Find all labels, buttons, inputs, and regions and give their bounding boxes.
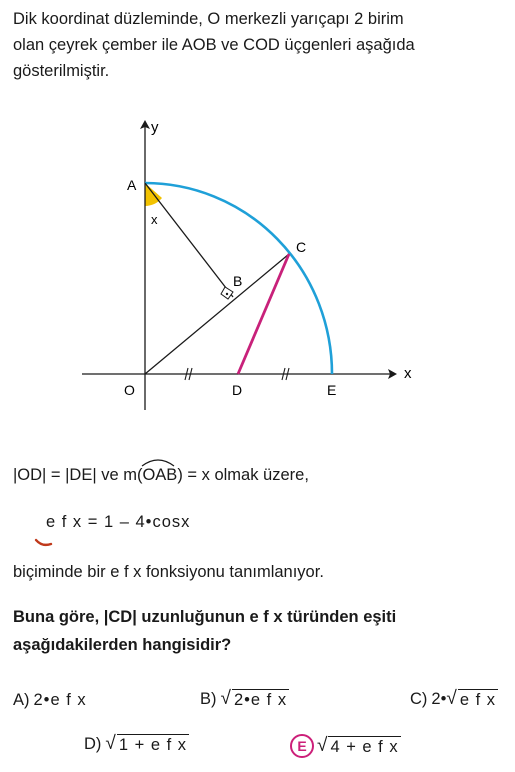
label-x-axis: x — [404, 365, 412, 382]
condition-part-1: |OD| = |DE| ve m( — [13, 466, 143, 484]
segment-cd — [236, 253, 291, 375]
radical-icon: √ — [446, 688, 457, 709]
option-e-selected-circle: E — [290, 734, 314, 758]
radical-icon: √ — [220, 688, 231, 709]
problem-intro: Dik koordinat düzleminde, O merkezli yar… — [13, 6, 503, 84]
option-b-sqrt: √ 2•e f x — [221, 689, 290, 710]
option-d-letter: D) — [84, 735, 102, 753]
formula-text: e f x = 1 – 4•cosx — [46, 513, 191, 531]
option-c-prefix: 2• — [431, 690, 447, 708]
y-axis-arrow — [140, 120, 150, 129]
option-e[interactable]: E √ 4 + e f x — [290, 734, 401, 758]
label-a: A — [127, 177, 137, 193]
question-line-2: aşağıdakilerden hangisidir? — [13, 636, 232, 654]
segment-oc — [144, 253, 290, 375]
radical-icon: √ — [105, 733, 116, 754]
label-o: O — [124, 382, 135, 398]
intro-line-2: olan çeyrek çember ile AOB ve COD üçgenl… — [13, 36, 415, 54]
intro-line-1: Dik koordinat düzleminde, O merkezli yar… — [13, 10, 404, 28]
option-e-sqrt: √ 4 + e f x — [317, 734, 401, 757]
formula-line: e f x = 1 – 4•cosx — [46, 513, 190, 532]
option-c[interactable]: C) 2• √ e f x — [410, 689, 498, 710]
option-a[interactable]: A) 2•e f x — [13, 691, 87, 710]
definition-line: biçiminde bir e f x fonksiyonu tanımlanı… — [13, 563, 324, 582]
option-d-radicand: 1 + e f x — [116, 734, 190, 754]
option-c-sqrt: √ e f x — [446, 689, 498, 710]
tick-od — [184, 367, 193, 381]
option-b[interactable]: B) √ 2•e f x — [200, 689, 290, 710]
arc-accent-icon — [142, 459, 175, 467]
label-e: E — [327, 382, 336, 398]
option-e-radicand: 4 + e f x — [328, 735, 401, 756]
handwritten-mark — [34, 538, 53, 547]
option-b-letter: B) — [200, 690, 217, 708]
option-a-letter: A) — [13, 691, 30, 709]
option-a-text: 2•e f x — [33, 691, 87, 709]
option-b-radicand: 2•e f x — [231, 689, 290, 709]
option-d-sqrt: √ 1 + e f x — [105, 733, 190, 755]
quarter-circle-arc — [144, 181, 334, 375]
option-c-letter: C) — [410, 690, 428, 708]
option-d[interactable]: D) √ 1 + e f x — [84, 733, 190, 755]
label-c: C — [296, 239, 306, 255]
condition-part-2: ) = x olmak üzere, — [177, 466, 309, 484]
arc-angle-text: OAB — [142, 466, 178, 484]
label-b: B — [233, 273, 242, 289]
definition-text: biçiminde bir e f x fonksiyonu tanımlanı… — [13, 563, 324, 581]
geometry-figure: y x A x B C O D E — [82, 119, 412, 410]
radical-icon: √ — [317, 734, 328, 756]
label-y-axis: y — [151, 119, 159, 136]
x-axis-arrow — [388, 369, 397, 379]
tick-de — [281, 367, 290, 381]
right-angle-dot — [225, 292, 229, 296]
arc-angle-oab: OAB — [142, 459, 178, 485]
label-angle-x: x — [151, 212, 158, 227]
condition-line: |OD| = |DE| ve m(OAB) = x olmak üzere, — [13, 459, 309, 485]
question-text: Buna göre, |CD| uzunluğunun e f x türünd… — [13, 603, 503, 659]
intro-line-3: gösterilmiştir. — [13, 62, 110, 80]
segment-ab — [144, 182, 234, 298]
question-line-1: Buna göre, |CD| uzunluğunun e f x türünd… — [13, 608, 397, 626]
option-c-radicand: e f x — [457, 689, 498, 709]
label-d: D — [232, 382, 242, 398]
